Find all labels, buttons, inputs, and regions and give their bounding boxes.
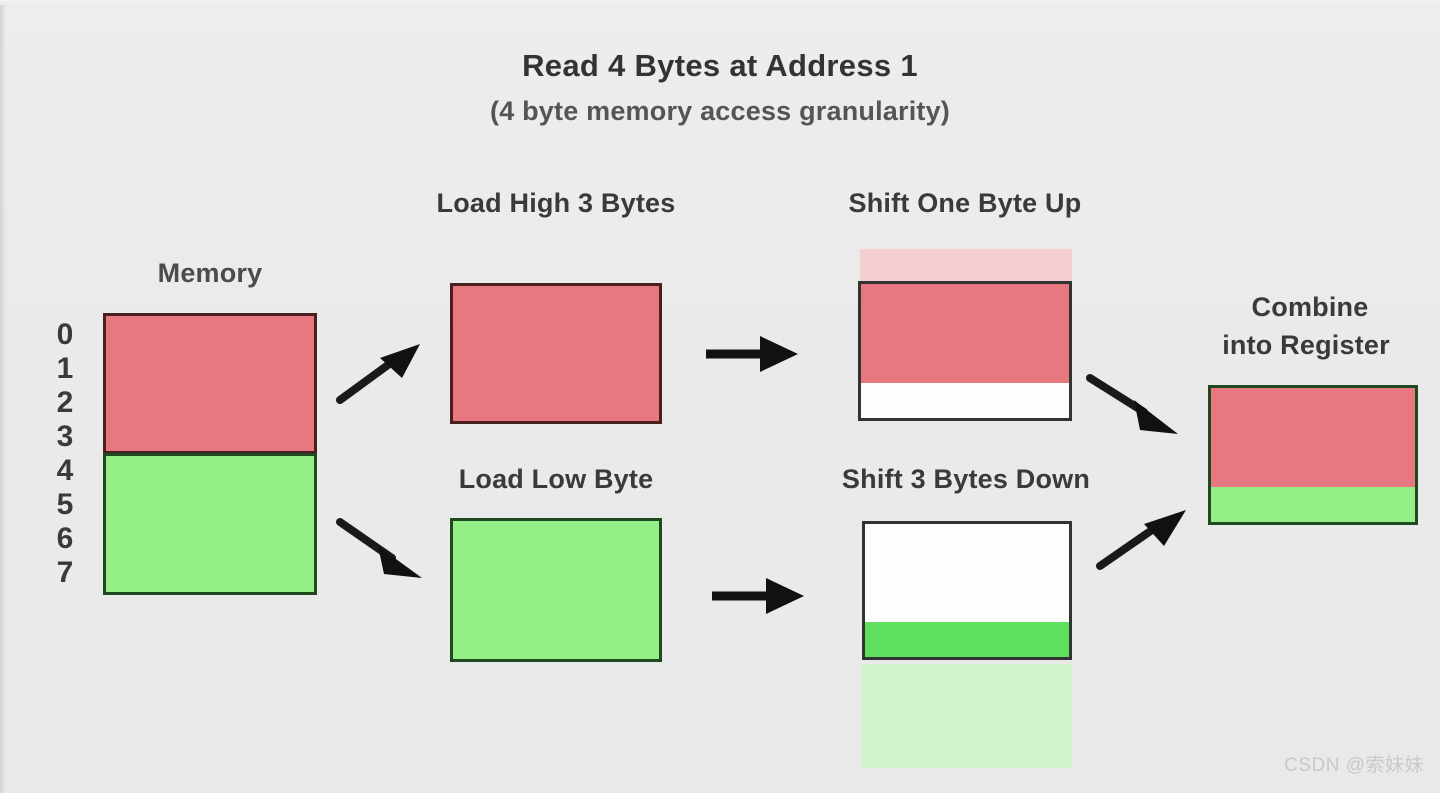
left-edge-shade xyxy=(0,0,7,793)
arrow-shift-up-to-register-icon xyxy=(1084,368,1194,448)
address-label-1: 1 xyxy=(56,352,74,385)
address-label-7: 7 xyxy=(56,556,74,589)
address-label-6: 6 xyxy=(56,522,74,555)
register-label-line2: into Register xyxy=(1222,330,1390,360)
memory-address-labels: 0 1 2 3 4 5 6 7 xyxy=(48,318,82,590)
register-red-segment xyxy=(1211,388,1415,487)
address-label-3: 3 xyxy=(56,420,74,453)
step-label-load-low: Load Low Byte xyxy=(458,464,654,494)
arrow-shift-down-to-register-icon xyxy=(1094,496,1204,576)
register-green-segment xyxy=(1211,487,1415,522)
address-label-2: 2 xyxy=(56,386,74,419)
arrow-memory-to-load-low-icon xyxy=(332,512,432,592)
step-label-shift-down: Shift 3 Bytes Down xyxy=(841,464,1091,494)
top-edge-shade xyxy=(0,0,1440,5)
shift-down-green-fill xyxy=(865,622,1069,657)
shift-down-ghost-block xyxy=(862,664,1072,768)
arrow-load-high-to-shift-up-icon xyxy=(700,328,810,380)
arrow-load-low-to-shift-down-icon xyxy=(706,570,816,622)
page-title: Read 4 Bytes at Address 1 xyxy=(522,48,918,83)
arrow-memory-to-load-high-icon xyxy=(332,330,432,410)
memory-block-high-bytes xyxy=(103,313,317,454)
address-label-0: 0 xyxy=(56,318,74,351)
step-label-shift-up: Shift One Byte Up xyxy=(848,188,1082,218)
memory-block-low-bytes xyxy=(103,453,317,595)
shift-up-ghost-block xyxy=(860,249,1072,287)
load-low-byte-box xyxy=(450,518,662,662)
load-high-3-bytes-box xyxy=(450,283,662,424)
memory-label: Memory xyxy=(157,258,263,288)
register-label-line1: Combine xyxy=(1251,292,1369,322)
address-label-5: 5 xyxy=(56,488,74,521)
step-label-load-high: Load High 3 Bytes xyxy=(436,188,676,218)
shift-up-red-fill xyxy=(861,284,1069,383)
page-subtitle: (4 byte memory access granularity) xyxy=(490,96,950,126)
watermark: CSDN @索妹妹 xyxy=(1284,755,1424,776)
address-label-4: 4 xyxy=(56,454,74,487)
